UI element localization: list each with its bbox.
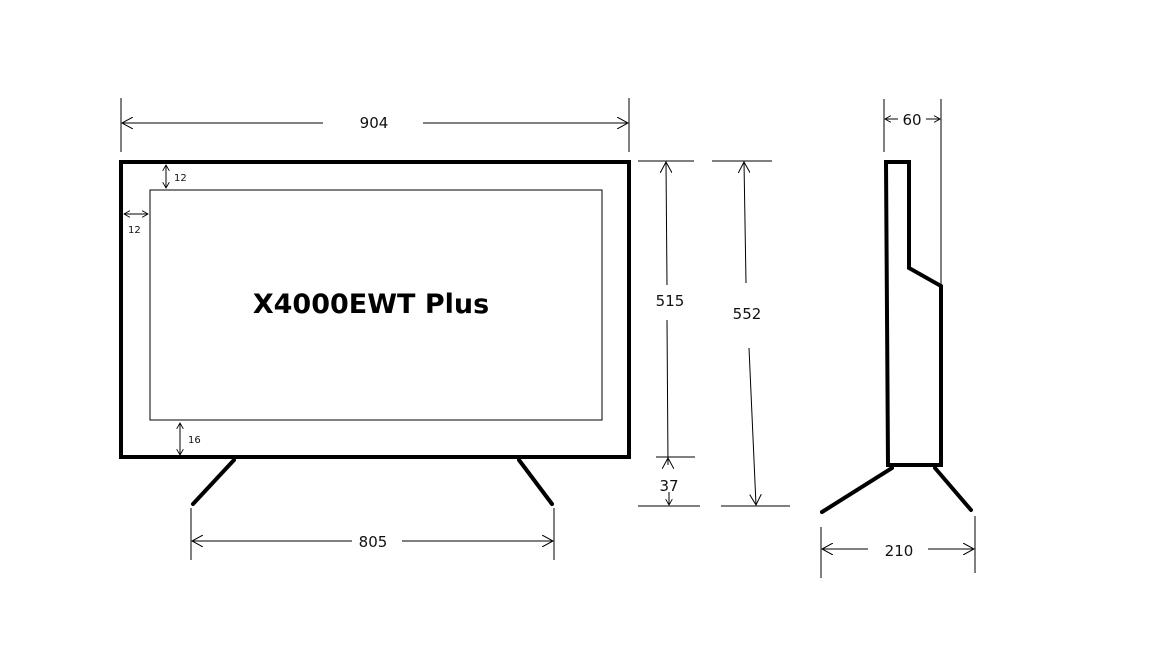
height-total-dimension: 552 [712, 160, 790, 507]
bezel-top-dimension: 12 [166, 165, 187, 188]
stand-height-label: 37 [659, 477, 678, 495]
tv-screen [149, 189, 603, 421]
front-stand-right-leg [517, 458, 554, 506]
width-dimension: 904 [120, 98, 630, 152]
depth-body-label: 60 [902, 111, 921, 129]
bezel-bottom-dimension: 16 [180, 423, 201, 455]
stand-height-dimension: 37 [638, 477, 700, 507]
bezel-side-dimension: 12 [124, 214, 148, 236]
stand-span-dimension: 805 [190, 508, 555, 560]
height-body-dimension: 515 [638, 160, 695, 465]
model-label: X4000EWT Plus [253, 289, 489, 320]
bezel-bottom-label: 16 [188, 435, 201, 446]
depth-stand-dimension: 210 [820, 516, 976, 578]
bezel-side-label: 12 [128, 225, 141, 236]
side-stand-rear-leg [933, 466, 973, 512]
width-label: 904 [360, 114, 389, 132]
stand-span-label: 805 [359, 533, 388, 551]
side-view: 60 210 [820, 99, 976, 578]
side-stand-front-leg [820, 466, 894, 514]
tv-frame [119, 160, 631, 459]
height-total-label: 552 [733, 305, 762, 323]
depth-body-dimension: 60 [883, 99, 942, 290]
front-stand-left-leg [191, 458, 236, 506]
side-profile [883, 160, 943, 467]
front-view: X4000EWT Plus 904 12 12 16 [119, 98, 790, 560]
bezel-top-label: 12 [174, 173, 187, 184]
depth-stand-label: 210 [885, 542, 914, 560]
height-body-label: 515 [656, 292, 685, 310]
